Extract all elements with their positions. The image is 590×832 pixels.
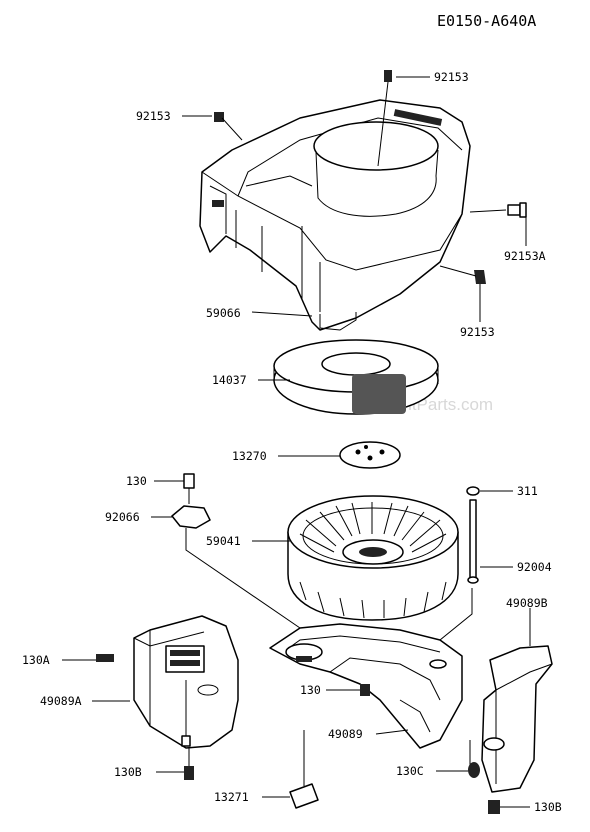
- label-92004: 92004: [517, 560, 552, 574]
- right-baffle-drawing: [469, 645, 553, 793]
- label-130a: 130A: [22, 653, 50, 667]
- left-baffle-drawing: [133, 615, 239, 749]
- label-92153a: 92153A: [504, 249, 546, 263]
- label-13271: 13271: [214, 790, 249, 804]
- flywheel-drawing: [287, 495, 459, 621]
- diagram-code: E0150-A640A: [437, 12, 536, 30]
- label-130c: 130C: [396, 764, 424, 778]
- label-311: 311: [517, 484, 538, 498]
- blower-housing-drawing: [199, 99, 471, 331]
- label-49089b: 49089B: [506, 596, 548, 610]
- label-59041: 59041: [206, 534, 241, 548]
- label-92153-top: 92153: [434, 70, 469, 84]
- label-14037: 14037: [212, 373, 247, 387]
- stud-drawing: [466, 486, 480, 584]
- label-130b-left: 130B: [114, 765, 142, 779]
- label-92066: 92066: [105, 510, 140, 524]
- label-130-mid: 130: [300, 683, 321, 697]
- label-13270: 13270: [232, 449, 267, 463]
- label-49089: 49089: [328, 727, 363, 741]
- label-130b-right: 130B: [534, 800, 562, 814]
- label-92153-right: 92153: [460, 325, 495, 339]
- label-49089a: 49089A: [40, 694, 82, 708]
- label-92153-left: 92153: [136, 109, 171, 123]
- rotating-screen-drawing: [273, 339, 439, 415]
- plate-drawing: [339, 441, 401, 469]
- leader-lines: [62, 76, 531, 808]
- label-130: 130: [126, 474, 147, 488]
- label-59066: 59066: [206, 306, 241, 320]
- part-labels: 92153 92153 92153A 92153 59066 14037 132…: [22, 70, 562, 814]
